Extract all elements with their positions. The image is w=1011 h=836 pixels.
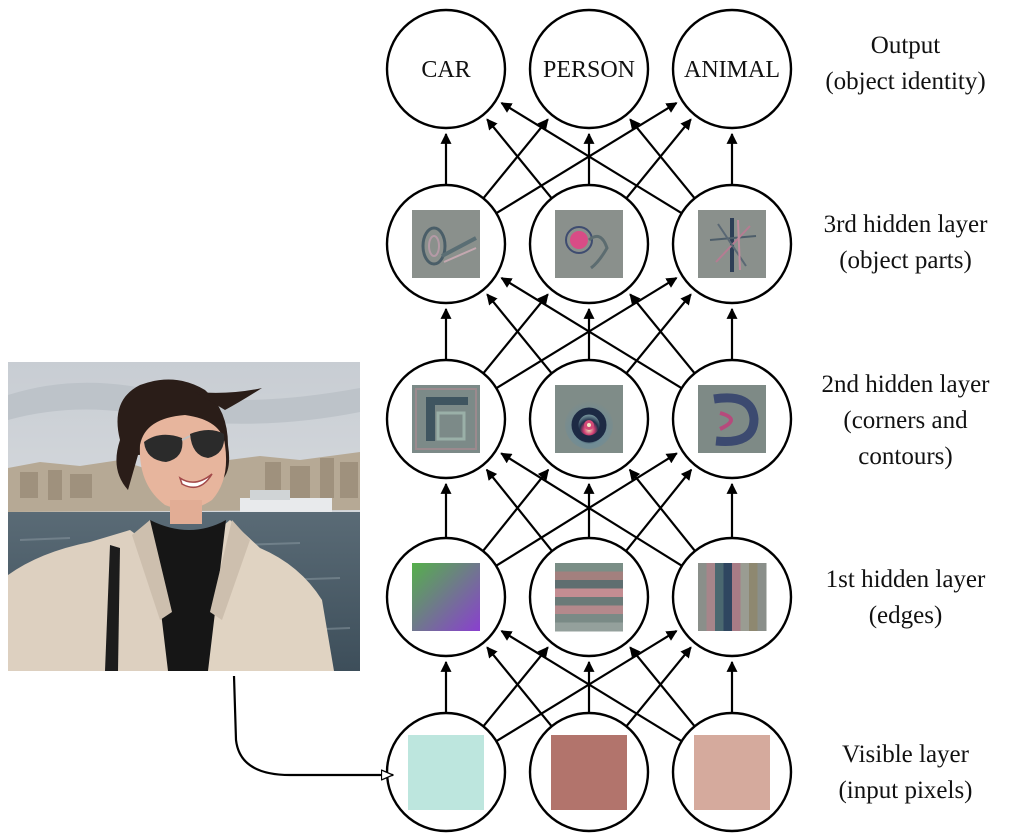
feature-circular-contour bbox=[555, 385, 623, 453]
edge-hidden2-3-to-hidden3-1 bbox=[500, 276, 683, 390]
node-hidden1-vertical-edge bbox=[671, 536, 793, 658]
edge-hidden1-1-to-hidden2-3 bbox=[495, 452, 678, 567]
connections bbox=[440, 101, 738, 743]
edge-hidden1-2-to-hidden2-1 bbox=[485, 468, 553, 552]
node-circle bbox=[671, 8, 793, 130]
edge-hidden1-2-to-hidden2-3 bbox=[625, 468, 693, 552]
edge-hidden3-2-to-output-1 bbox=[486, 118, 553, 200]
node-circle bbox=[385, 8, 507, 130]
node-hidden2-eye-feature bbox=[528, 358, 650, 480]
edge-visible-3-to-hidden1-2 bbox=[629, 646, 696, 728]
edge-visible-1-to-hidden1-2 bbox=[482, 646, 549, 728]
feature-diagonal-gradient bbox=[412, 563, 480, 631]
label-hidden2-line-2: (corners and bbox=[843, 407, 968, 434]
label-output-line-1: Output bbox=[870, 32, 941, 59]
feature-vertical-stripes bbox=[698, 563, 767, 631]
label-hidden3-line-1: 3rd hidden layer bbox=[823, 211, 988, 238]
edge-hidden3-1-to-output-3 bbox=[495, 101, 678, 215]
label-hidden2-line-3: contours) bbox=[858, 443, 953, 470]
label-hidden1: 1st hidden layer (edges) bbox=[800, 562, 1011, 634]
node-hidden1-gradient-edge bbox=[385, 536, 507, 658]
label-hidden1-line-1: 1st hidden layer bbox=[825, 566, 986, 593]
node-output-person: PERSON bbox=[528, 8, 650, 130]
feature-curved-contour bbox=[698, 385, 766, 453]
input-photo bbox=[8, 362, 360, 671]
edge-hidden2-1-to-hidden3-2 bbox=[482, 293, 549, 375]
label-visible: Visible layer (input pixels) bbox=[800, 737, 1011, 809]
label-output-line-2: (object identity) bbox=[825, 68, 986, 95]
node-hidden1-horizontal-edge bbox=[528, 536, 650, 658]
label-hidden3: 3rd hidden layer (object parts) bbox=[800, 207, 1011, 279]
edge-hidden2-2-to-hidden3-1 bbox=[486, 293, 553, 375]
feature-corner bbox=[412, 385, 480, 453]
edge-hidden1-1-to-hidden2-2 bbox=[482, 468, 550, 552]
edge-visible-1-to-hidden1-3 bbox=[495, 629, 678, 743]
edge-hidden3-1-to-output-2 bbox=[482, 118, 549, 200]
node-circle bbox=[528, 8, 650, 130]
feature-horizontal-stripes bbox=[555, 563, 623, 632]
node-hidden3-wheel-feature bbox=[385, 183, 507, 305]
node-label-animal: ANIMAL bbox=[684, 57, 780, 83]
edge-hidden3-3-to-output-2 bbox=[629, 118, 696, 200]
label-visible-line-2: (input pixels) bbox=[838, 777, 973, 804]
input-arrow bbox=[232, 675, 393, 775]
edge-hidden2-1-to-hidden3-3 bbox=[495, 276, 678, 390]
node-visible-pixel-2 bbox=[528, 711, 650, 833]
feature-object-part-legs bbox=[698, 210, 766, 278]
node-output-car: CAR bbox=[385, 8, 507, 130]
edge-visible-2-to-hidden1-1 bbox=[486, 646, 553, 728]
node-hidden2-corner-feature bbox=[385, 358, 507, 480]
label-hidden2: 2nd hidden layer (corners and contours) bbox=[800, 367, 1011, 475]
node-output-animal: ANIMAL bbox=[671, 8, 793, 130]
edge-hidden1-3-to-hidden2-2 bbox=[628, 468, 696, 552]
node-hidden2-contour-feature bbox=[671, 358, 793, 480]
pixel-swatch bbox=[551, 735, 627, 810]
edge-hidden3-3-to-output-1 bbox=[500, 101, 683, 215]
edge-hidden2-3-to-hidden3-2 bbox=[629, 293, 696, 375]
label-hidden3-line-2: (object parts) bbox=[839, 247, 972, 274]
pixel-swatch bbox=[408, 735, 484, 810]
label-hidden2-line-1: 2nd hidden layer bbox=[821, 371, 990, 398]
node-visible-pixel-3 bbox=[671, 711, 793, 833]
label-output: Output (object identity) bbox=[800, 28, 1011, 100]
edge-visible-3-to-hidden1-1 bbox=[500, 629, 683, 743]
edge-hidden1-3-to-hidden2-1 bbox=[500, 452, 683, 567]
node-hidden3-face-feature bbox=[528, 183, 650, 305]
node-hidden3-limb-feature bbox=[671, 183, 793, 305]
pixel-swatch bbox=[694, 735, 770, 810]
node-label-person: PERSON bbox=[543, 57, 635, 83]
node-visible-pixel-1 bbox=[385, 711, 507, 833]
label-visible-line-1: Visible layer bbox=[842, 741, 969, 768]
network-nodes: CAR PERSON ANIMAL bbox=[385, 8, 793, 833]
node-label-car: CAR bbox=[421, 57, 470, 83]
feature-object-part-face bbox=[555, 210, 623, 278]
feature-object-part-wheel bbox=[412, 210, 480, 278]
label-hidden1-line-2: (edges) bbox=[868, 602, 943, 629]
